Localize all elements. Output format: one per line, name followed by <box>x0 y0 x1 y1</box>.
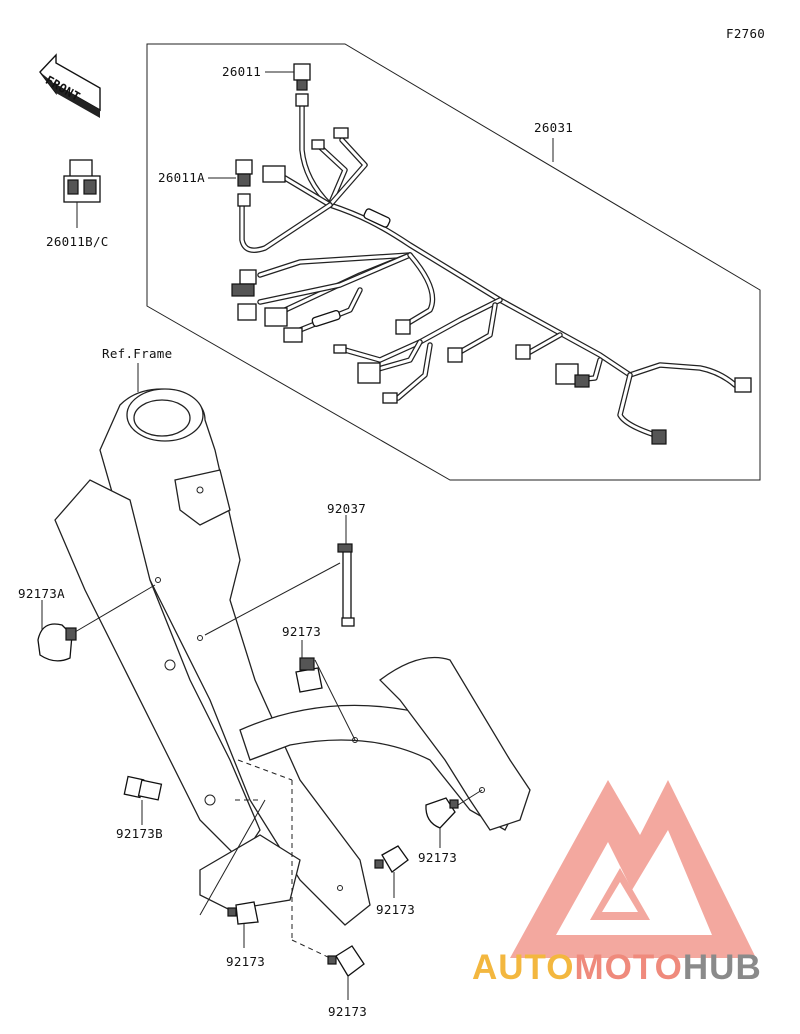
part-label-92173-upper: 92173 <box>282 624 322 639</box>
part-label-92037: 92037 <box>327 501 367 516</box>
part-label-26011a: 26011A <box>158 170 205 185</box>
part-label-92173a: 92173A <box>18 586 65 601</box>
main-harness <box>239 97 738 438</box>
part-label-92173-right: 92173 <box>418 850 458 865</box>
relay-26011bc-icon <box>63 159 101 228</box>
part-label-26031: 26031 <box>534 120 574 135</box>
harness-connectors <box>231 63 752 445</box>
watermark-moto: MOTO <box>574 948 683 987</box>
clamp-92037-icon <box>337 543 355 627</box>
part-label-92173-low-left: 92173 <box>226 954 266 969</box>
watermark-hub: HUB <box>682 948 762 987</box>
holder-92173-low-left-icon <box>227 901 259 925</box>
watermark-auto: AUTO <box>472 948 575 987</box>
part-label-26011bc: 26011B/C <box>46 234 109 249</box>
ref-frame-label: Ref.Frame <box>102 346 173 361</box>
holder-92173a-icon <box>37 623 77 662</box>
harness-group-outline <box>146 43 761 481</box>
leader-lines <box>41 71 554 1000</box>
holder-92173-upper-icon <box>295 657 323 693</box>
diagram-code: F2760 <box>726 26 766 41</box>
part-label-26011: 26011 <box>222 64 262 79</box>
holder-92173-right-icon <box>425 797 459 829</box>
holder-92173-mid-icon <box>374 845 409 873</box>
front-arrow-icon <box>39 53 101 118</box>
part-label-92173b: 92173B <box>116 826 163 841</box>
holder-92173-bottom-icon <box>327 945 365 977</box>
part-label-92173-mid: 92173 <box>376 902 416 917</box>
holder-92173b-icon <box>123 775 163 801</box>
watermark-logo-icon <box>510 780 756 958</box>
part-label-92173-bottom: 92173 <box>328 1004 368 1019</box>
frame-drawing <box>54 388 531 926</box>
watermark-text: AUTOMOTOHUB <box>472 948 762 988</box>
